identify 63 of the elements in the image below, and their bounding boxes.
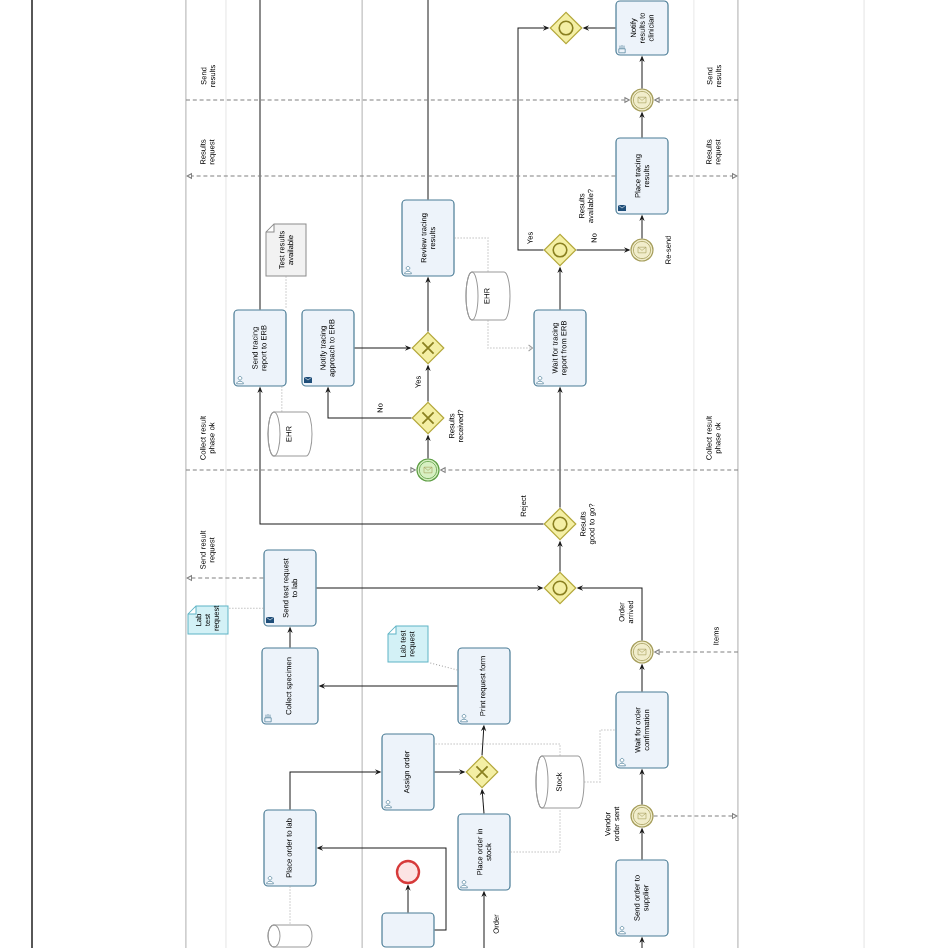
arrow: [558, 387, 562, 508]
association-line: [510, 807, 561, 853]
message-arrow: [185, 467, 416, 473]
arrow: [558, 267, 562, 310]
arrow: [426, 435, 430, 459]
arrow: [288, 627, 292, 648]
arrow: [640, 937, 644, 948]
intermediate-event: [630, 804, 654, 828]
message-arrow: [186, 575, 264, 581]
connector-line: [259, 0, 261, 310]
message-arrow: [653, 813, 738, 819]
end-event: [395, 859, 421, 885]
association-line: [487, 319, 534, 352]
association-line: [227, 607, 264, 609]
arrow: [576, 248, 630, 252]
intermediate-event: [630, 640, 654, 664]
gateway-diamond: [411, 331, 445, 365]
message-arrow: [654, 97, 739, 103]
arrow: [426, 277, 430, 332]
association-line: [583, 729, 616, 783]
gateway-diamond: [411, 401, 445, 435]
gateway-diamond: [549, 11, 583, 45]
arrow: [326, 387, 412, 419]
connector-line: [427, 0, 429, 200]
message-arrow: [185, 97, 630, 103]
message-arrow: [654, 649, 739, 655]
intermediate-event: [630, 238, 654, 262]
gateway-diamond: [465, 755, 499, 789]
data-store: [267, 924, 313, 948]
arrow: [640, 828, 644, 860]
arrow: [482, 891, 486, 948]
association-line: [454, 237, 489, 273]
task-box: [381, 912, 435, 948]
association-line: [427, 661, 458, 671]
intermediate-event: [416, 458, 440, 482]
arrow: [640, 56, 644, 89]
arrow: [406, 885, 410, 913]
arrow: [640, 664, 644, 692]
arrow: [640, 215, 644, 239]
arrow: [426, 365, 430, 402]
arrow: [583, 26, 616, 30]
message-arrow: [668, 173, 738, 179]
message-arrow: [186, 173, 616, 179]
arrow: [640, 112, 644, 138]
gateway-diamond: [543, 507, 577, 541]
arrow: [558, 541, 562, 572]
arrow: [481, 725, 486, 756]
intermediate-event: [630, 88, 654, 112]
arrow: [434, 770, 465, 774]
arrow: [354, 346, 411, 350]
arrow: [319, 684, 458, 688]
gateway-diamond: [543, 233, 577, 267]
gateway-diamond: [543, 571, 577, 605]
arrow: [640, 769, 644, 805]
message-arrow: [440, 467, 739, 473]
arrow: [480, 789, 485, 814]
arrow: [258, 387, 544, 525]
association-line: [434, 743, 561, 757]
arrow: [289, 770, 381, 810]
arrow: [517, 26, 549, 251]
arrow: [316, 586, 543, 590]
arrow: [317, 846, 447, 931]
arrow: [577, 586, 643, 641]
